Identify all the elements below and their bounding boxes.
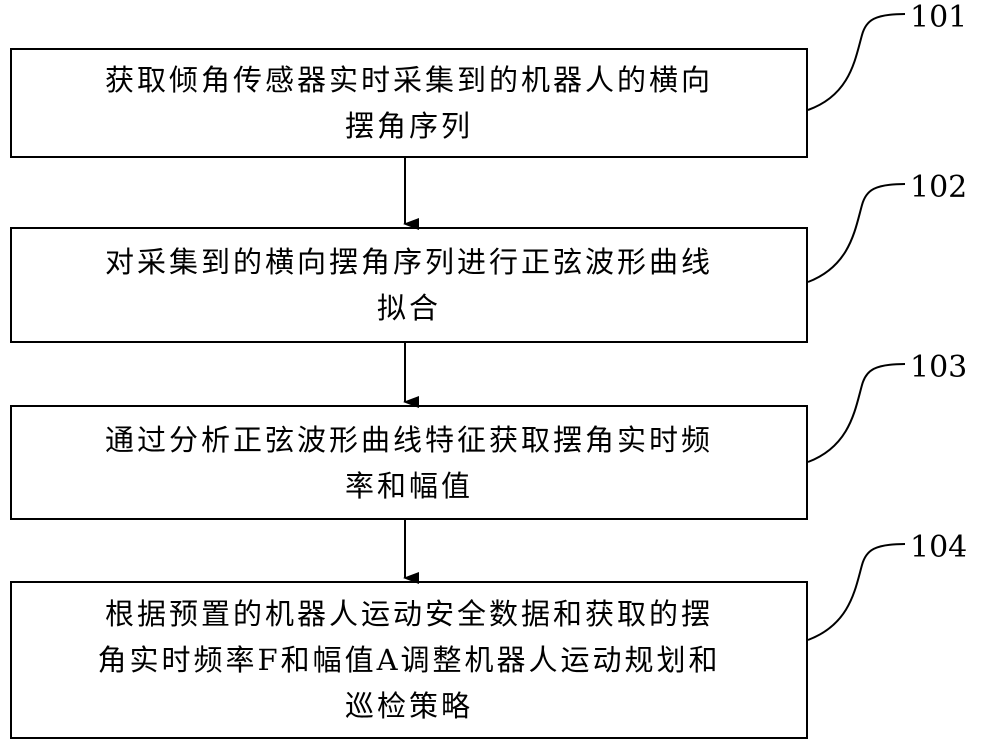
step-text-103: 通过分析正弦波形曲线特征获取摆角实时频 率和幅值 bbox=[104, 422, 713, 503]
step-text-102: 对采集到的横向摆角序列进行正弦波形曲线 拟合 bbox=[104, 245, 713, 325]
step-box-103: 通过分析正弦波形曲线特征获取摆角实时频 率和幅值 bbox=[10, 405, 808, 520]
step-label-101: 101 bbox=[910, 0, 968, 35]
step-label-102: 102 bbox=[910, 170, 968, 205]
step-box-102: 对采集到的横向摆角序列进行正弦波形曲线 拟合 bbox=[10, 227, 808, 343]
step-box-101: 获取倾角传感器实时采集到的机器人的横向 摆角序列 bbox=[10, 48, 808, 158]
leader-104 bbox=[807, 543, 906, 641]
step-text-104: 根据预置的机器人运动安全数据和获取的摆 角实时频率F和幅值A调整机器人运动规划和… bbox=[97, 597, 721, 723]
leader-102 bbox=[807, 183, 906, 283]
step-text-101: 获取倾角传感器实时采集到的机器人的横向 摆角序列 bbox=[104, 63, 713, 143]
step-label-103: 103 bbox=[910, 350, 968, 385]
step-box-104: 根据预置的机器人运动安全数据和获取的摆 角实时频率F和幅值A调整机器人运动规划和… bbox=[10, 581, 808, 739]
leader-101 bbox=[807, 13, 906, 111]
step-label-104: 104 bbox=[910, 530, 968, 565]
leader-103 bbox=[807, 363, 906, 463]
